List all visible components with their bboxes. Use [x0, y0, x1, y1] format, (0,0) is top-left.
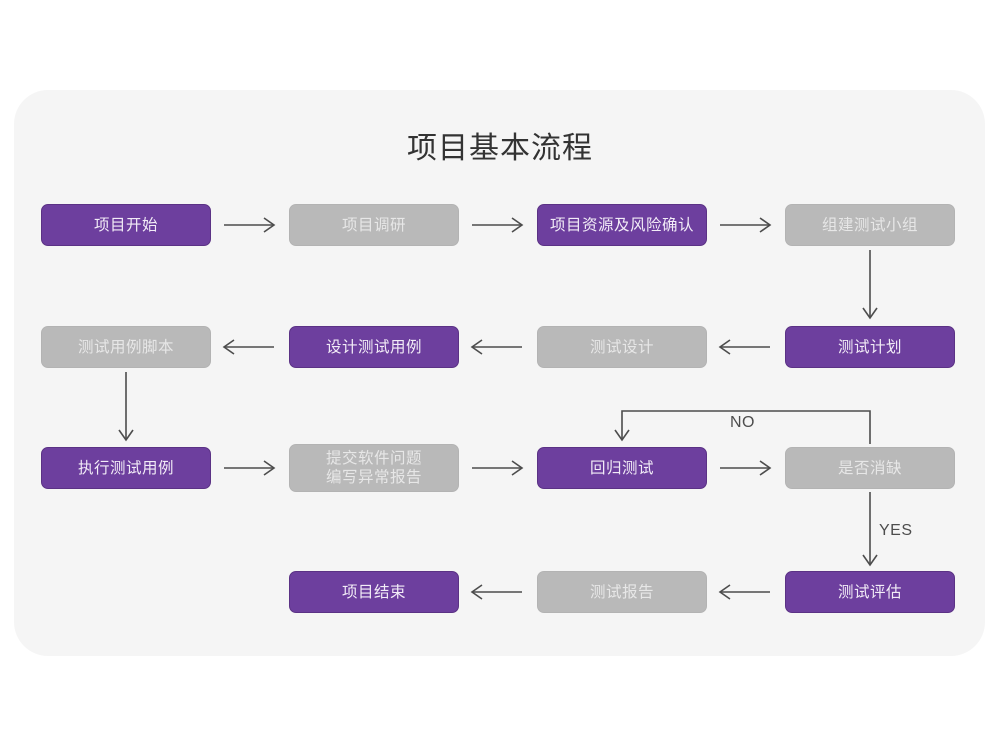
node-execute-test-cases[interactable]: 执行测试用例 [41, 447, 211, 489]
page-title: 项目基本流程 [407, 132, 593, 165]
node-test-case-script[interactable]: 测试用例脚本 [41, 326, 211, 368]
content-card [14, 90, 985, 656]
node-defect-resolved-decision[interactable]: 是否消缺 [785, 447, 955, 489]
node-form-test-team[interactable]: 组建测试小组 [785, 204, 955, 246]
node-test-evaluation[interactable]: 测试评估 [785, 571, 955, 613]
node-test-report[interactable]: 测试报告 [537, 571, 707, 613]
node-test-design[interactable]: 测试设计 [537, 326, 707, 368]
node-submit-defect-report[interactable]: 提交软件问题 编写异常报告 [289, 444, 459, 492]
node-project-start[interactable]: 项目开始 [41, 204, 211, 246]
node-regression-test[interactable]: 回归测试 [537, 447, 707, 489]
edge-label-no: NO [730, 414, 755, 431]
node-design-test-cases[interactable]: 设计测试用例 [289, 326, 459, 368]
node-resource-risk-confirm[interactable]: 项目资源及风险确认 [537, 204, 707, 246]
node-test-plan[interactable]: 测试计划 [785, 326, 955, 368]
edge-label-yes: YES [879, 522, 913, 539]
node-project-end[interactable]: 项目结束 [289, 571, 459, 613]
node-project-research[interactable]: 项目调研 [289, 204, 459, 246]
